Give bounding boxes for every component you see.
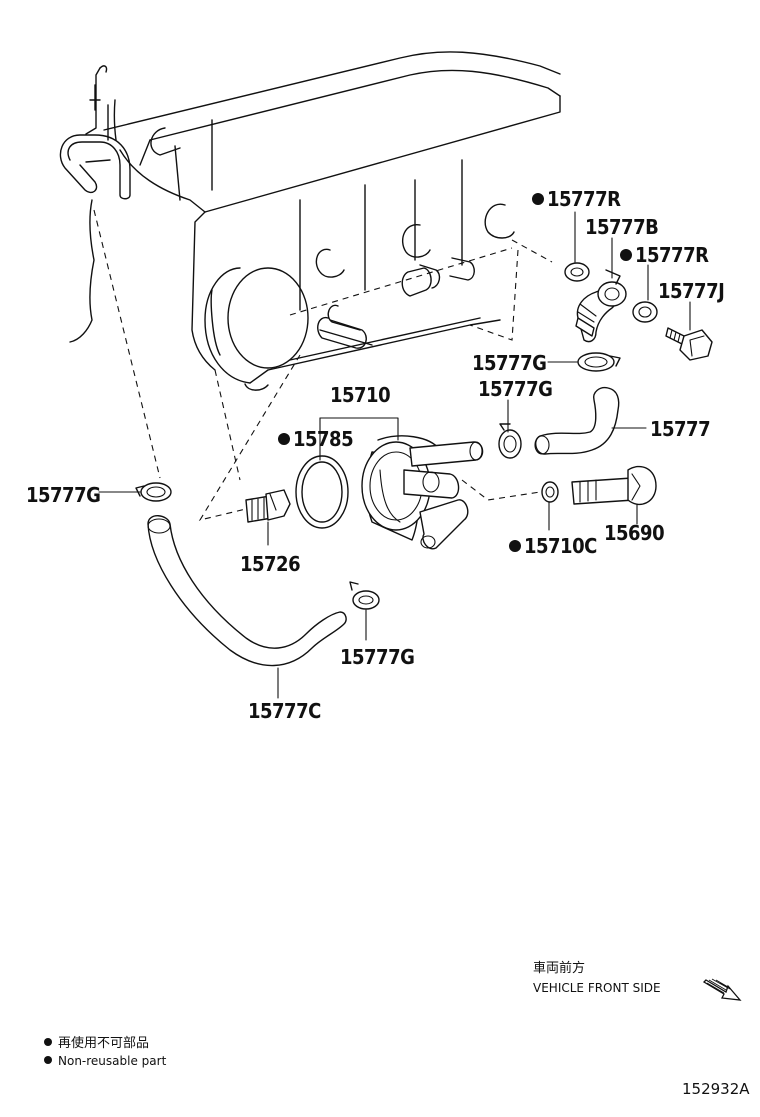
label-15777R-upper: 15777R <box>547 187 621 211</box>
hose-15777C <box>147 515 347 667</box>
hose-15777 <box>534 386 620 455</box>
label-15690: 15690 <box>604 521 664 545</box>
direction-jp: 車両前方 <box>533 960 585 976</box>
clamp-15777G-middle <box>498 423 522 459</box>
non-reusable-dot <box>620 249 632 261</box>
washer-15777R-upper <box>564 262 590 282</box>
clamp-15777G-bottom <box>349 581 380 610</box>
direction-en: VEHICLE FRONT SIDE <box>533 981 661 995</box>
bolt-15690 <box>571 465 657 505</box>
leader-lines <box>93 209 553 521</box>
callout-leaders <box>98 211 691 699</box>
non-reusable-dot <box>509 540 521 552</box>
legend-dot-icon <box>44 1056 52 1064</box>
label-15777B: 15777B <box>585 215 658 239</box>
part-labels: 15777R 15777B 15777R 15777J 15777G 15777… <box>26 187 725 723</box>
o-ring-15785 <box>295 455 349 529</box>
label-15785: 15785 <box>293 427 353 451</box>
legend-dot-icon <box>44 1038 52 1046</box>
diagram-code: 152932A <box>682 1080 750 1098</box>
legend-en: Non-reusable part <box>58 1054 167 1068</box>
label-15777C: 15777C <box>248 699 321 723</box>
legend: 再使用不可部品 Non-reusable part <box>44 1035 167 1068</box>
label-15710C: 15710C <box>524 534 597 558</box>
union-bolt-15726 <box>245 489 291 523</box>
bolt-15777J <box>665 327 713 361</box>
label-15777J: 15777J <box>658 279 724 303</box>
clamp-15777G-upper <box>577 352 621 372</box>
gasket-15710C <box>541 481 559 503</box>
clamp-15777G-left <box>135 482 172 502</box>
front-arrow-icon <box>702 978 742 1001</box>
label-15777G-middle: 15777G <box>478 377 552 401</box>
legend-jp: 再使用不可部品 <box>58 1035 149 1051</box>
label-15710: 15710 <box>330 383 390 407</box>
vehicle-front-indicator: 車両前方 VEHICLE FRONT SIDE <box>533 960 742 1001</box>
oil-cooler-15710 <box>361 435 484 550</box>
label-15777G-left: 15777G <box>26 483 100 507</box>
label-15777G-bottom: 15777G <box>340 645 414 669</box>
label-15726: 15726 <box>240 552 300 576</box>
label-15777G-upper: 15777G <box>472 351 546 375</box>
non-reusable-dot <box>278 433 290 445</box>
label-15777R-lower: 15777R <box>635 243 709 267</box>
washer-15777R-lower <box>632 301 658 323</box>
label-15777: 15777 <box>650 417 710 441</box>
engine-block <box>59 51 561 391</box>
non-reusable-dot <box>532 193 544 205</box>
union-15777B <box>575 269 627 343</box>
